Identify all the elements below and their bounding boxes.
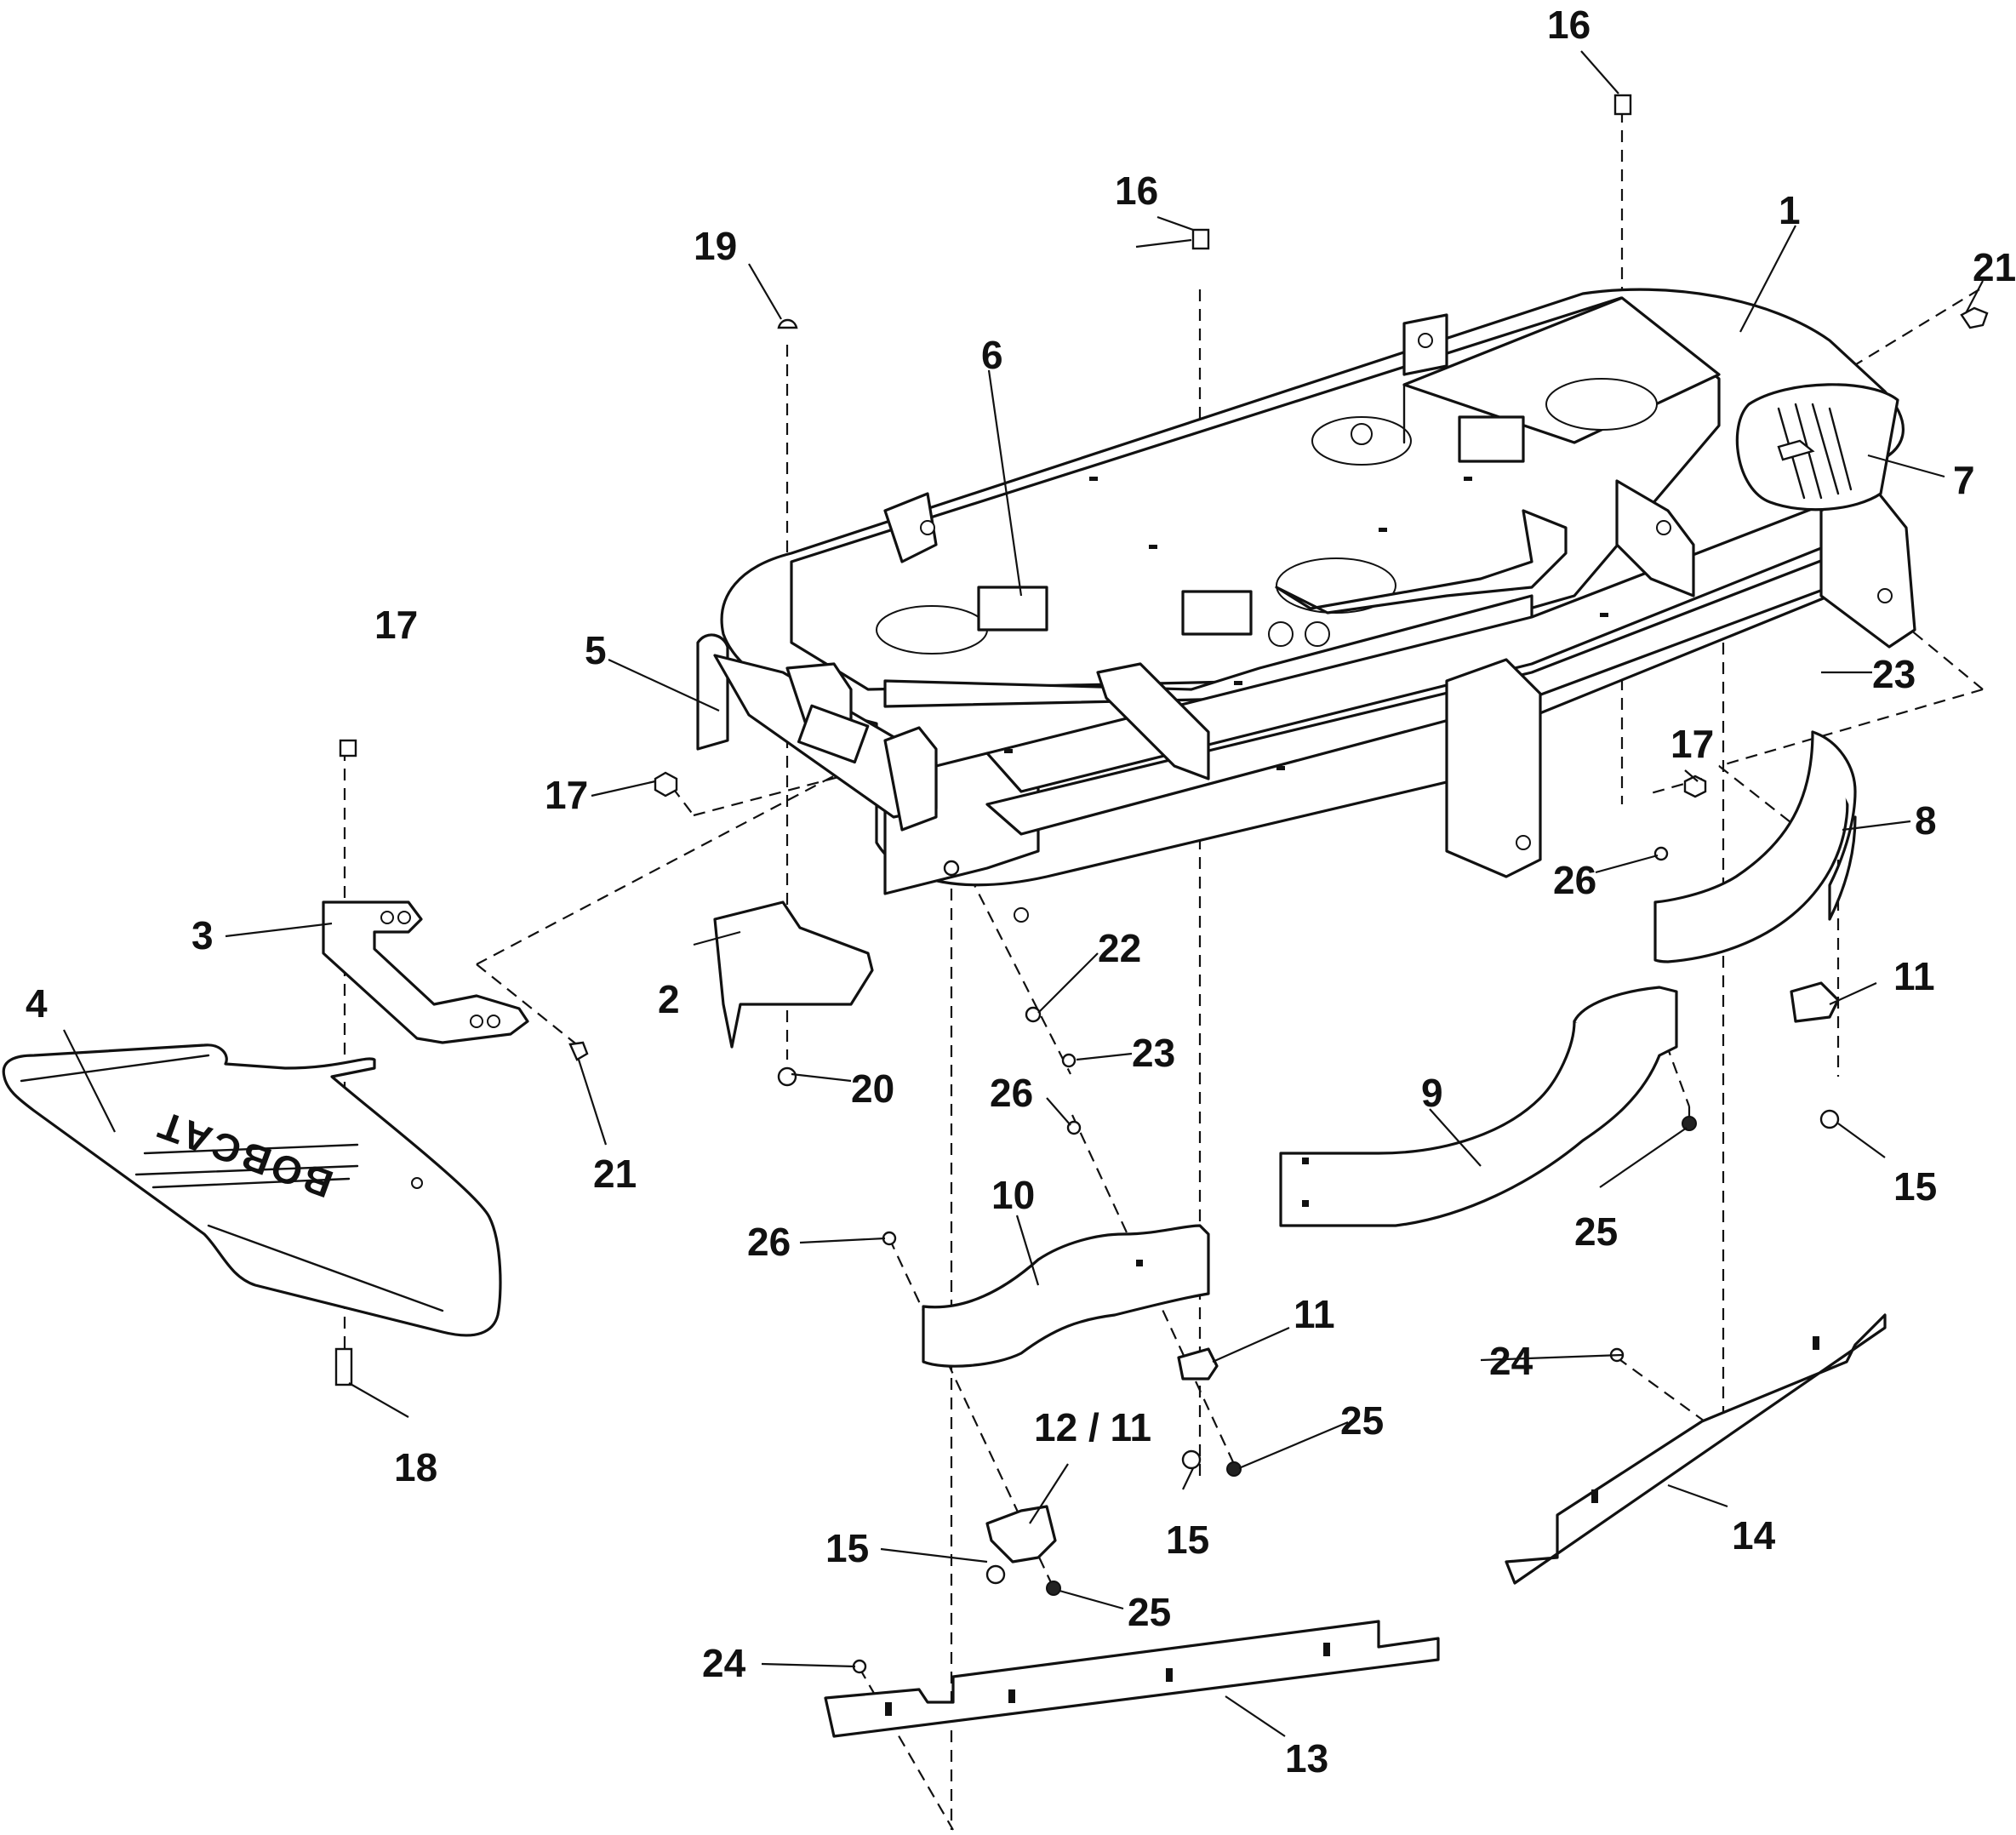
callout-15-right: 15 xyxy=(1893,1164,1937,1209)
discharge-chute: BOBCAT xyxy=(2,1043,502,1337)
callout-2: 2 xyxy=(658,977,680,1021)
callout-21-left: 21 xyxy=(593,1152,637,1196)
callout-10: 10 xyxy=(991,1173,1035,1217)
decal-panel xyxy=(977,586,1048,632)
skid-14 xyxy=(1505,1313,1887,1585)
leader-lines xyxy=(63,50,1984,1737)
callout-15-left: 15 xyxy=(825,1526,869,1570)
callout-26-left: 26 xyxy=(747,1220,791,1264)
bracket-11-right xyxy=(1790,981,1840,1023)
callout-13: 13 xyxy=(1285,1736,1328,1781)
bracket-12-11 xyxy=(985,1505,1057,1563)
hardware xyxy=(334,94,1989,1674)
bracket-3 xyxy=(322,900,529,1044)
callout-3: 3 xyxy=(191,913,214,958)
callout-16-top: 16 xyxy=(1547,3,1591,47)
baffle-10 xyxy=(922,1224,1210,1368)
callout-25-center: 25 xyxy=(1340,1398,1384,1443)
callout-7: 7 xyxy=(1953,458,1975,502)
callout-9: 9 xyxy=(1421,1071,1443,1115)
decal-right xyxy=(1735,383,1899,512)
callout-11-right: 11 xyxy=(1893,954,1935,998)
callout-15-center: 15 xyxy=(1166,1518,1209,1562)
baffle-9 xyxy=(1279,986,1678,1227)
callout-1: 1 xyxy=(1779,188,1801,232)
callout-26-right: 26 xyxy=(1553,858,1596,902)
callout-4: 4 xyxy=(26,981,48,1026)
callout-26-center: 26 xyxy=(990,1071,1033,1115)
deck-shell xyxy=(720,288,1916,923)
callout-25-right: 25 xyxy=(1574,1209,1618,1254)
callout-18: 18 xyxy=(394,1445,437,1489)
callout-12-11: 12 / 11 xyxy=(1034,1405,1151,1449)
callout-21-right: 21 xyxy=(1973,245,2016,289)
callout-22: 22 xyxy=(1098,926,1141,970)
callout-11-center: 11 xyxy=(1294,1292,1335,1336)
callout-17-top: 17 xyxy=(374,603,418,647)
callout-5: 5 xyxy=(585,628,607,672)
bracket-2 xyxy=(713,900,874,1049)
callouts: 1 2 3 4 5 6 7 8 9 10 11 11 12 / 11 13 14… xyxy=(26,3,2016,1781)
callout-17-right: 17 xyxy=(1670,722,1714,766)
bolt-16-center xyxy=(1191,228,1210,250)
callout-19: 19 xyxy=(694,224,737,268)
skid-13 xyxy=(824,1620,1440,1738)
baffle-8 xyxy=(1653,730,1857,963)
callout-24-left: 24 xyxy=(702,1641,746,1685)
callout-20: 20 xyxy=(851,1066,894,1111)
callout-25-left: 25 xyxy=(1128,1590,1171,1634)
bracket-11-center xyxy=(1177,1347,1219,1381)
callout-16-center: 16 xyxy=(1115,169,1158,213)
callout-6: 6 xyxy=(981,333,1003,377)
callout-17-left: 17 xyxy=(545,773,588,817)
callout-24-right: 24 xyxy=(1489,1339,1533,1383)
callout-14: 14 xyxy=(1732,1513,1776,1558)
callout-23-right: 23 xyxy=(1872,652,1916,696)
callout-8: 8 xyxy=(1915,798,1937,843)
callout-23-center: 23 xyxy=(1132,1031,1175,1075)
front-pivot-assembly xyxy=(696,633,938,832)
